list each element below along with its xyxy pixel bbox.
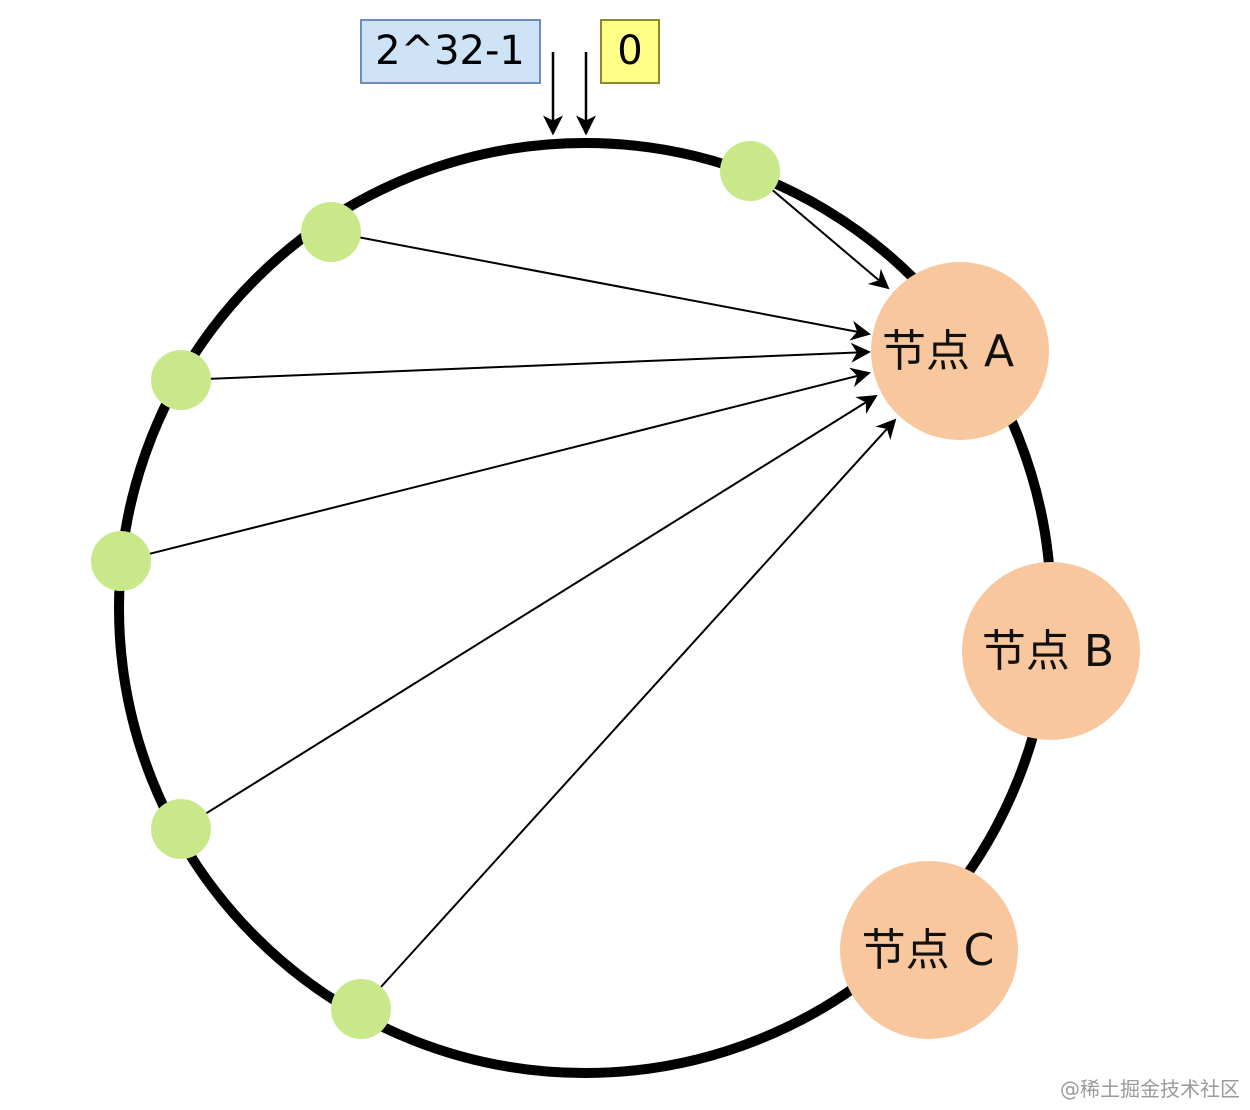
key-point [91,531,151,591]
svg-text:节点 C: 节点 C [862,925,995,976]
mapping-arrow [749,170,890,290]
ring-start-label: 0 [600,19,660,84]
key-point [301,202,361,262]
mapping-arrow [330,231,871,341]
node-c: 节点 C [840,861,1018,1039]
mapping-arrow [180,342,871,381]
key-point [151,799,211,859]
svg-text:节点 B: 节点 B [982,626,1114,677]
key-point [331,979,391,1039]
svg-text:0: 0 [617,28,642,74]
mapping-arrow [120,367,871,562]
svg-text:2^32-1: 2^32-1 [375,28,525,74]
watermark: @稀土掘金技术社区 [1060,1077,1240,1101]
mapping-arrow [360,418,897,1010]
svg-text:节点 A: 节点 A [882,326,1014,377]
key-to-node-arrows [120,170,897,1010]
node-b: 节点 B [962,562,1140,740]
mapping-arrow [180,394,878,830]
key-point [151,350,211,410]
node-a: 节点 A [871,262,1049,440]
key-points [91,141,780,1039]
key-point [720,141,780,201]
ring-end-label: 2^32-1 [360,19,541,84]
